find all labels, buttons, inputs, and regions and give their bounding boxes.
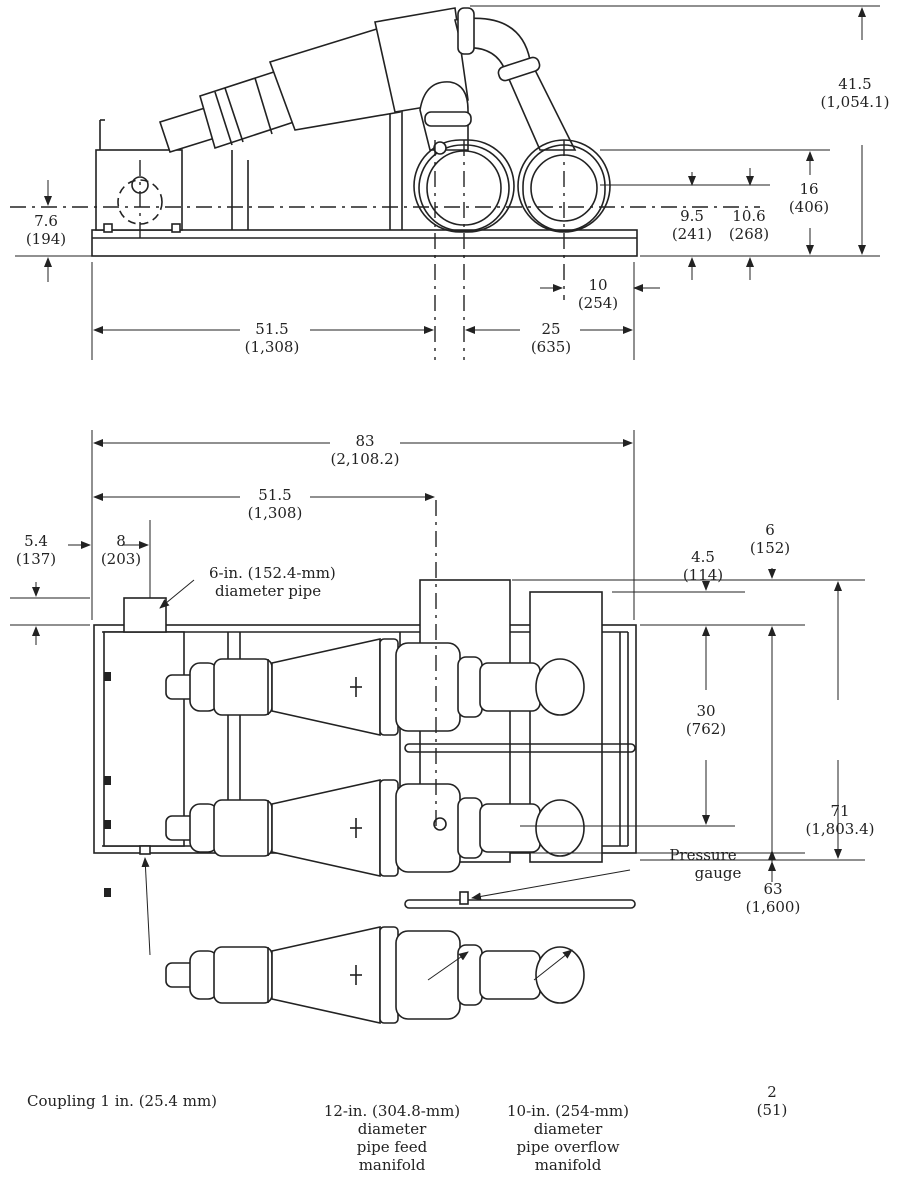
dim-71: 71(1,803.4) [805,802,875,838]
plan-cyclone-1 [165,638,585,736]
dim-2: 2(51) [756,1083,788,1119]
dim-25: 25(635) [530,320,572,356]
dim-side-51-5: 51.5(1,308) [244,320,300,356]
side-overflow-elbow [454,17,577,151]
dim-10: 10(254) [577,276,619,312]
dim-8: 8(203) [100,532,142,568]
plan-inlet-pipe [123,597,167,633]
label-coupling: Coupling 1 in. (25.4 mm) [27,1092,218,1110]
plan-pump-box [103,631,185,847]
dim-plan-51-5: 51.5(1,308) [247,486,303,522]
dim-7-6: 7.6(194) [25,212,67,248]
dim-5-4: 5.4(137) [15,532,57,568]
plan-cyclone-2 [165,779,585,877]
plan-cyclone-3 [165,926,585,1024]
dim-6: 6(152) [749,521,791,557]
dim-16: 16(406) [788,180,830,216]
side-base-skid [91,229,638,257]
plan-coupling [139,845,151,855]
label-inlet-pipe: 6-in. (152.4-mm)diameter pipe [209,564,336,600]
side-cyclone-cone [268,26,401,131]
plan-pressure-gauge [459,891,469,905]
dim-63: 63(1,600) [745,880,801,916]
dim-30: 30(762) [685,702,727,738]
dim-9-5: 9.5(241) [671,207,713,243]
dim-83: 83(2,108.2) [330,432,400,468]
dim-10-6: 10.6(268) [728,207,770,243]
dim-41-5: 41.5(1,054.1) [820,75,890,111]
dim-4-5: 4.5(114) [682,548,724,584]
side-pump-box [95,149,183,231]
side-view [10,5,880,360]
plan-view [10,430,865,1024]
